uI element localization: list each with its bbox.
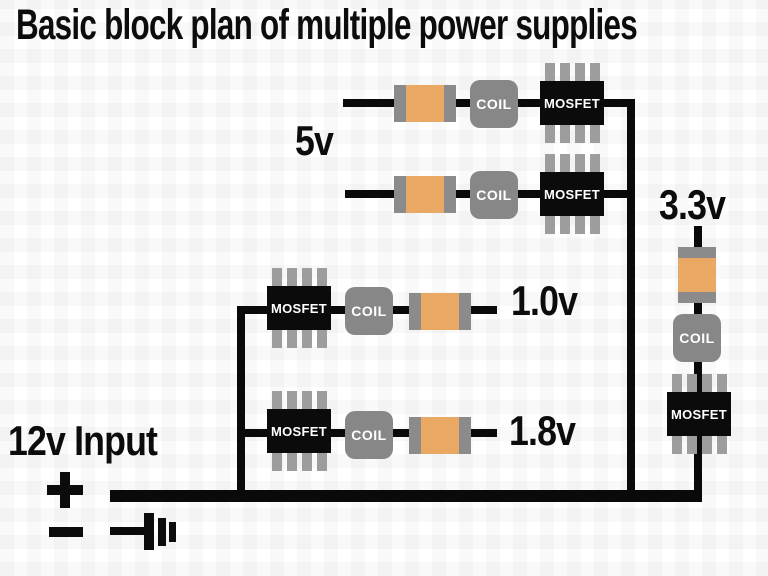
mosfet-label: MOSFET [544,95,600,111]
mosfet-label: MOSFET [271,423,327,439]
label-1v8: 1.8v [509,407,576,454]
mosfet-label: MOSFET [671,406,727,422]
mosfet-pins-top [271,391,327,409]
capacitor-3v3 [678,247,716,303]
mosfet-pins-bottom [544,125,600,143]
ground-bar-3 [169,522,176,542]
capacitor-5v-top [394,85,456,122]
mosfet-label: MOSFET [271,300,327,316]
ground-bar-2 [158,518,166,546]
minus-terminal-icon [49,527,83,537]
coil-label: COIL [476,96,512,112]
coil-label: COIL [476,187,512,203]
coil-5v-top: COIL [470,80,518,128]
coil-label: COIL [679,330,715,346]
right-collector-rail [627,99,635,498]
capacitor-1v8 [409,417,471,454]
mosfet-pins-bottom [671,436,727,454]
coil-3v3: COIL [673,314,721,362]
left-branch-rail [237,306,245,498]
label-3v3: 3.3v [659,181,726,228]
mosfet-body: MOSFET [267,286,331,330]
capacitor-1v0 [409,293,471,330]
mosfet-body: MOSFET [667,392,731,436]
mosfet-pins-top [271,268,327,286]
mosfet-pins-top [671,374,727,392]
label-5v: 5v [295,117,334,164]
coil-label: COIL [351,427,387,443]
coil-1v8: COIL [345,411,393,459]
bottom-supply-bus [110,490,702,502]
page-title: Basic block plan of multiple power suppl… [16,1,638,49]
mosfet-5v-bottom: MOSFET [540,154,604,234]
mosfet-pins-bottom [544,216,600,234]
mosfet-1v8: MOSFET [267,391,331,471]
ground-stub-wire [110,527,145,535]
coil-5v-bottom: COIL [470,171,518,219]
mosfet-5v-top: MOSFET [540,63,604,143]
mosfet-label: MOSFET [544,186,600,202]
mosfet-pins-top [544,154,600,172]
mosfet-body: MOSFET [540,172,604,216]
coil-label: COIL [351,303,387,319]
label-12v-input: 12v Input [8,417,158,464]
label-1v0: 1.0v [511,277,578,324]
mosfet-pins-bottom [271,330,327,348]
mosfet-pins-top [544,63,600,81]
mosfet-body: MOSFET [267,409,331,453]
mosfet-3v3: MOSFET [667,374,731,454]
capacitor-5v-bottom [394,176,456,213]
mosfet-pins-bottom [271,453,327,471]
plus-vertical-bar [60,472,70,508]
mosfet-body: MOSFET [540,81,604,125]
coil-1v0: COIL [345,287,393,335]
mosfet-1v0: MOSFET [267,268,331,348]
ground-bar-1 [144,513,154,550]
